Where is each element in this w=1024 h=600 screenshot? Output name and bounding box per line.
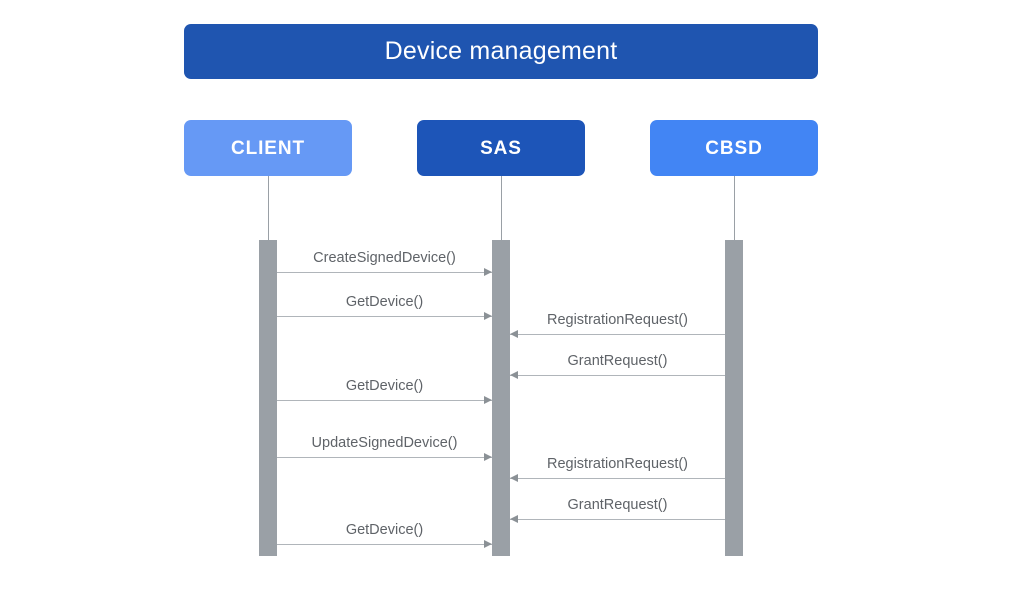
message-label: RegistrationRequest() bbox=[546, 311, 689, 328]
arrowhead-left-icon bbox=[510, 371, 518, 379]
message-label: GetDevice() bbox=[345, 293, 424, 310]
diagram-title-text: Device management bbox=[384, 37, 618, 65]
arrowhead-right-icon bbox=[484, 268, 492, 276]
lifeline-client bbox=[268, 176, 269, 240]
arrowhead-left-icon bbox=[510, 474, 518, 482]
client-activation bbox=[259, 240, 277, 556]
message-line bbox=[277, 272, 492, 273]
message-line bbox=[277, 400, 492, 401]
message-line bbox=[277, 544, 492, 545]
message-label: UpdateSignedDevice() bbox=[311, 434, 458, 451]
message-label: GetDevice() bbox=[345, 377, 424, 394]
message-label: GrantRequest() bbox=[567, 496, 668, 513]
message-label: GrantRequest() bbox=[567, 352, 668, 369]
participant-box-sas[interactable]: SAS bbox=[417, 120, 585, 176]
message-line bbox=[277, 316, 492, 317]
message-line bbox=[510, 375, 725, 376]
participant-label-cbsd: CBSD bbox=[705, 137, 763, 159]
participant-label-client: CLIENT bbox=[230, 137, 305, 159]
arrowhead-right-icon bbox=[484, 396, 492, 404]
participant-box-client[interactable]: CLIENT bbox=[184, 120, 352, 176]
arrowhead-right-icon bbox=[484, 540, 492, 548]
diagram-title-banner: Device management bbox=[184, 24, 818, 79]
lifeline-sas bbox=[501, 176, 502, 240]
arrowhead-right-icon bbox=[484, 453, 492, 461]
message-label: RegistrationRequest() bbox=[546, 455, 689, 472]
message-line bbox=[277, 457, 492, 458]
arrowhead-left-icon bbox=[510, 515, 518, 523]
message-label: GetDevice() bbox=[345, 521, 424, 538]
arrowhead-left-icon bbox=[510, 330, 518, 338]
cbsd-activation bbox=[725, 240, 743, 556]
lifeline-cbsd bbox=[734, 176, 735, 240]
message-label: CreateSignedDevice() bbox=[313, 249, 456, 266]
message-line bbox=[510, 478, 725, 479]
arrowhead-right-icon bbox=[484, 312, 492, 320]
message-line bbox=[510, 519, 725, 520]
participant-label-sas: SAS bbox=[480, 137, 522, 159]
message-line bbox=[510, 334, 725, 335]
sas-activation bbox=[492, 240, 510, 556]
participant-box-cbsd[interactable]: CBSD bbox=[650, 120, 818, 176]
